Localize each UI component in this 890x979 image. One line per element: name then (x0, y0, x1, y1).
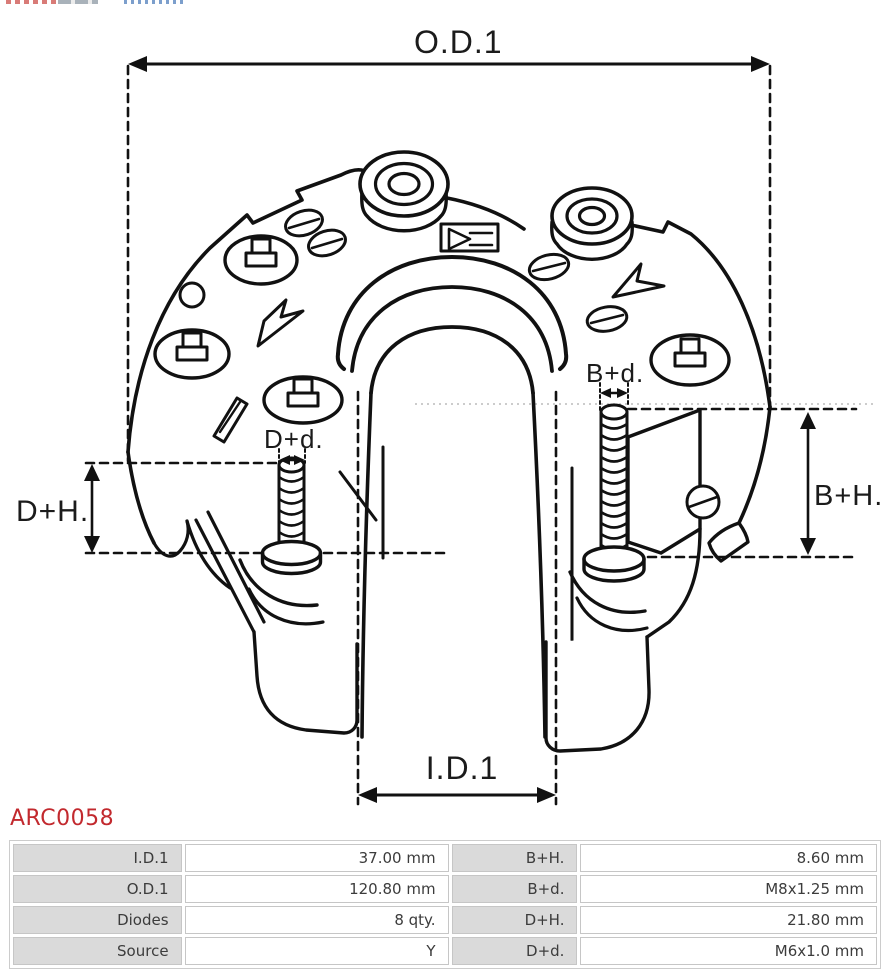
dim-label-dd: D+d. (264, 424, 324, 454)
spec-label: D+d. (451, 937, 578, 965)
dim-dd: D+d. (264, 424, 324, 465)
rectifier-drawing-svg: O.D.1 D+H. B+H. B+d. (16, 24, 883, 806)
part-number: ARC0058 (10, 806, 115, 831)
dim-label-dh: D+H. (16, 495, 89, 528)
table-row: Diodes 8 qty. D+H. 21.80 mm (13, 906, 877, 934)
table-row: Source Y D+d. M6x1.0 mm (13, 937, 877, 965)
dim-label-od1: O.D.1 (414, 24, 503, 60)
spec-value: 8.60 mm (580, 844, 877, 872)
bearing-boss-top (358, 150, 450, 233)
aspl-logo-strip (6, 0, 196, 4)
spec-label: B+H. (451, 844, 578, 872)
technical-diagram: O.D.1 D+H. B+H. B+d. (16, 24, 883, 806)
bearing-boss-right (550, 186, 634, 261)
dim-bh: B+H. (626, 407, 883, 559)
spec-label: B+d. (451, 875, 578, 903)
mounting-stud-left (260, 456, 323, 576)
dim-id1: I.D.1 (356, 390, 558, 806)
arrow-mark-left (256, 298, 305, 348)
dim-label-bd: B+d. (586, 358, 644, 388)
spec-value: M8x1.25 mm (580, 875, 877, 903)
spec-label: I.D.1 (13, 844, 182, 872)
dim-label-id1: I.D.1 (426, 750, 499, 786)
spec-value: 37.00 mm (184, 844, 449, 872)
logo-strip-gray-segment (58, 0, 98, 4)
spec-label: Diodes (13, 906, 182, 934)
table-row: I.D.1 37.00 mm B+H. 8.60 mm (13, 844, 877, 872)
dim-dh: D+H. (16, 461, 447, 555)
diode-boss-left (153, 328, 231, 380)
plate-outline (126, 168, 772, 753)
spec-value: M6x1.0 mm (580, 937, 877, 965)
spec-value: 21.80 mm (580, 906, 877, 934)
specs-table: I.D.1 37.00 mm B+H. 8.60 mm O.D.1 120.80… (9, 840, 881, 969)
logo-strip-red-segment (6, 0, 58, 4)
dim-bd: B+d. (586, 358, 644, 412)
dim-od1: O.D.1 (126, 24, 772, 463)
spec-value: 120.80 mm (184, 875, 449, 903)
logo-strip-blue-segment (124, 0, 184, 4)
mounting-stud-right (582, 403, 646, 583)
spec-label: Source (13, 937, 182, 965)
center-bore (360, 391, 547, 739)
center-collar (335, 255, 569, 395)
diode-boss-lower-left (262, 375, 344, 425)
spec-value: 8 qty. (184, 906, 449, 934)
plate-details (178, 208, 721, 520)
spec-value: Y (184, 937, 449, 965)
arrow-mark-right (611, 262, 666, 299)
diode-boss-upper-left (223, 234, 299, 286)
dim-label-bh: B+H. (814, 480, 883, 512)
spec-label: D+H. (451, 906, 578, 934)
spec-label: O.D.1 (13, 875, 182, 903)
table-row: O.D.1 120.80 mm B+d. M8x1.25 mm (13, 875, 877, 903)
diode-boss-right (649, 333, 731, 387)
